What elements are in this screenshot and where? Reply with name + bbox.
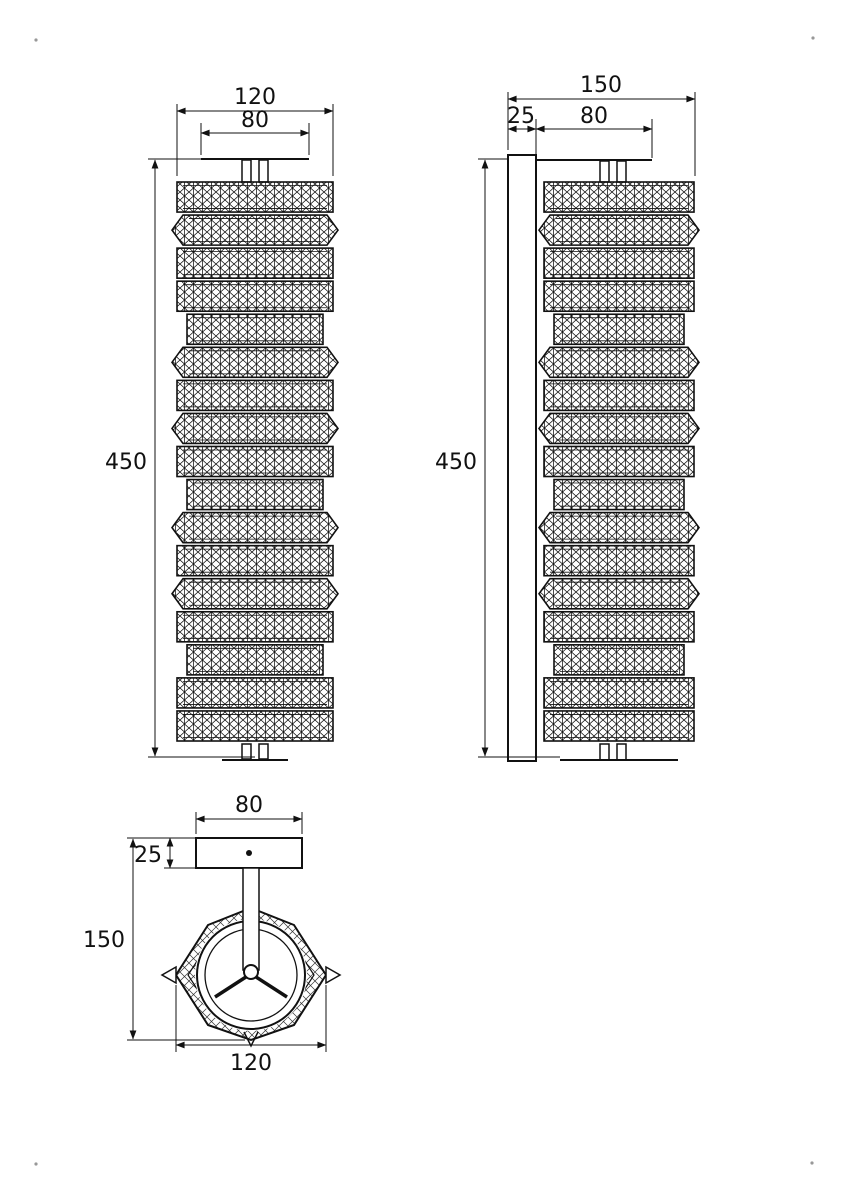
crystal-band xyxy=(538,412,700,445)
side-top-post xyxy=(616,160,627,183)
crystal-band xyxy=(176,544,334,577)
crystal-band xyxy=(543,181,695,213)
side-dim-plate-label: 25 xyxy=(507,104,535,129)
crystal-band xyxy=(543,280,695,313)
side-dim-mount-label: 80 xyxy=(580,104,608,129)
bottom-left-tip xyxy=(160,965,177,985)
crystal-band xyxy=(176,181,334,213)
bottom-dim-plate-thickness-label: 25 xyxy=(134,843,162,868)
crystal-band xyxy=(171,511,339,544)
crystal-band xyxy=(171,214,339,246)
crystal-band xyxy=(176,379,334,412)
front-dim-mount-width: 80 xyxy=(200,108,310,155)
crystal-band xyxy=(186,478,324,511)
crystal-band xyxy=(538,577,700,610)
crystal-band xyxy=(543,677,695,709)
side-dim-height-label: 450 xyxy=(435,450,477,475)
crystal-band xyxy=(553,478,685,511)
bottom-dim-plate-thickness: 25 xyxy=(134,837,196,869)
bottom-right-tip xyxy=(325,965,342,985)
crystal-band xyxy=(543,710,695,742)
crystal-band xyxy=(186,644,324,676)
side-dim-height: 450 xyxy=(435,158,560,758)
front-dim-height: 450 xyxy=(105,158,255,758)
crystal-band xyxy=(176,280,334,313)
crystal-band xyxy=(553,644,685,676)
crystal-band xyxy=(171,346,339,379)
crystal-band xyxy=(543,445,695,478)
front-top-post xyxy=(258,159,269,183)
side-dim-depth: 150 xyxy=(507,73,696,176)
side-crystal-bands xyxy=(538,181,700,742)
front-view: 120 80 450 xyxy=(105,85,339,761)
crystal-band xyxy=(176,610,334,643)
bottom-mount-hole xyxy=(246,850,252,856)
crystal-band xyxy=(538,511,700,544)
bottom-dim-body-width: 120 xyxy=(175,985,327,1076)
side-bottom-post xyxy=(599,743,610,761)
crystal-band xyxy=(543,379,695,412)
registration-marks xyxy=(34,36,815,1166)
crystal-band xyxy=(176,247,334,279)
crystal-band xyxy=(543,247,695,279)
front-dim-mount-width-label: 80 xyxy=(241,108,269,133)
bottom-dim-depth-label: 150 xyxy=(83,928,125,953)
side-dim-depth-label: 150 xyxy=(580,73,622,98)
side-dim-plate: 25 80 xyxy=(507,104,653,158)
crystal-band xyxy=(171,412,339,445)
crystal-band xyxy=(553,313,685,346)
front-top-post xyxy=(241,159,252,183)
crystal-band xyxy=(538,346,700,379)
crystal-band xyxy=(538,214,700,246)
side-back-plate xyxy=(507,154,537,762)
bottom-stem xyxy=(242,867,260,971)
side-view: 150 25 80 450 xyxy=(435,73,700,762)
bottom-dim-plate-width: 80 xyxy=(195,793,303,834)
crystal-band xyxy=(543,544,695,577)
bottom-spoke-right xyxy=(252,973,288,999)
bottom-view: 80 25 150 120 xyxy=(83,793,342,1076)
bottom-dim-plate-width-label: 80 xyxy=(235,793,263,818)
side-bottom-post xyxy=(616,743,627,761)
front-dim-height-label: 450 xyxy=(105,450,147,475)
bottom-hub xyxy=(243,964,259,980)
crystal-band xyxy=(171,577,339,610)
crystal-band xyxy=(186,313,324,346)
crystal-band xyxy=(176,677,334,709)
side-top-post xyxy=(599,160,610,183)
bottom-spoke-left xyxy=(214,973,250,999)
bottom-dim-depth: 150 xyxy=(83,837,245,1041)
front-dim-width-label: 120 xyxy=(234,85,276,110)
front-crystal-bands xyxy=(171,181,339,742)
front-bottom-post xyxy=(258,743,269,760)
bottom-dim-body-width-label: 120 xyxy=(230,1051,272,1076)
crystal-band xyxy=(176,710,334,742)
crystal-band xyxy=(176,445,334,478)
front-dim-width: 120 xyxy=(176,85,334,176)
crystal-band xyxy=(543,610,695,643)
